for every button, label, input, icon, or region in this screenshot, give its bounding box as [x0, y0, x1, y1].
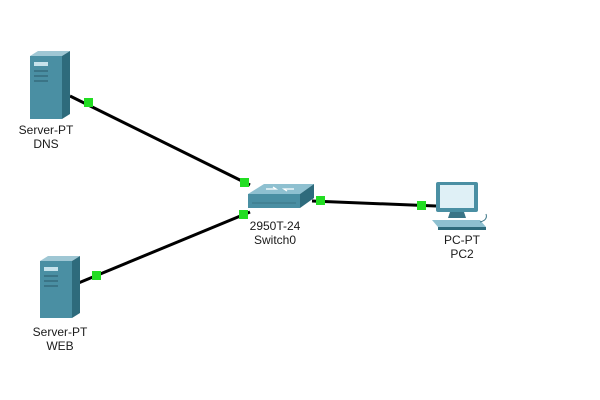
link-up-indicator — [84, 98, 93, 107]
switch-icon — [248, 184, 314, 208]
device-name: DNS — [33, 137, 59, 151]
device-name: PC2 — [450, 247, 474, 261]
device-name: Switch0 — [253, 233, 297, 247]
link-dns-switch0[interactable] — [69, 94, 251, 187]
device-web-server[interactable] — [36, 255, 82, 319]
device-label-pc2: PC-PT PC2 — [422, 233, 502, 261]
device-model: Server-PT — [32, 325, 88, 339]
pc-icon — [432, 182, 487, 230]
link-up-indicator — [240, 178, 249, 187]
device-dns-server[interactable] — [26, 50, 72, 120]
device-label-web: Server-PT WEB — [20, 325, 100, 353]
device-label-switch0: 2950T-24 Switch0 — [235, 219, 315, 247]
link-up-indicator — [316, 196, 325, 205]
server-icon — [40, 256, 80, 318]
device-model: PC-PT — [444, 233, 480, 247]
link-up-indicator — [239, 210, 248, 219]
device-name: WEB — [46, 339, 74, 353]
device-switch0[interactable] — [246, 182, 316, 216]
link-up-indicator — [417, 201, 426, 210]
link-switch0-pc2[interactable] — [311, 199, 437, 208]
device-pc2[interactable] — [430, 180, 490, 232]
link-web-switch0[interactable] — [75, 210, 251, 286]
server-icon — [30, 51, 70, 119]
device-label-dns: Server-PT DNS — [6, 123, 86, 151]
device-model: Server-PT — [18, 123, 74, 137]
link-up-indicator — [92, 271, 101, 280]
device-model: 2950T-24 — [249, 219, 301, 233]
